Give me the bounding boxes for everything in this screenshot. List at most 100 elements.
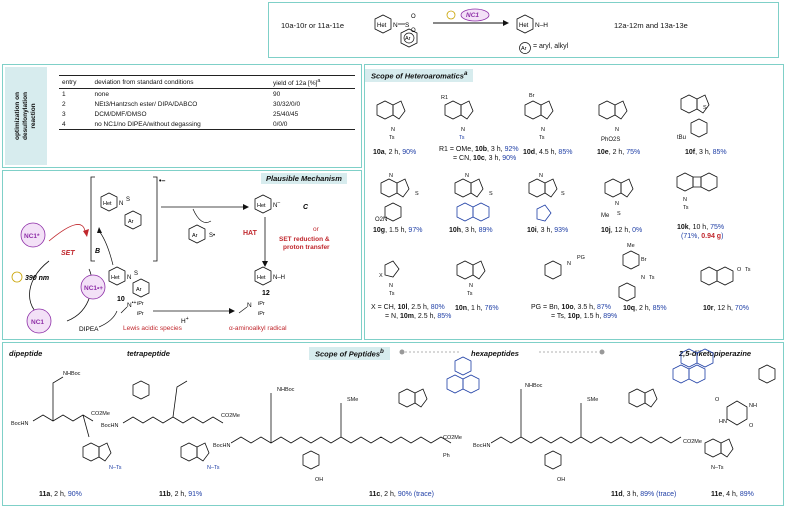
svg-text:N: N xyxy=(389,283,393,289)
svg-text:Ar: Ar xyxy=(136,287,142,293)
caption-10i: 10i, 3 h, 93% xyxy=(527,227,569,234)
ipr-label-2: iPr xyxy=(137,311,144,317)
svg-text:BocHN: BocHN xyxy=(11,421,28,427)
svg-text:S: S xyxy=(561,191,565,197)
wavelength-label: 390 nm xyxy=(25,275,49,282)
category-hexapeptides: hexapeptides xyxy=(471,349,519,358)
ipr-label-3: iPr xyxy=(258,301,265,307)
svg-text:CO2Me: CO2Me xyxy=(443,435,462,441)
svg-text:Ts: Ts xyxy=(459,135,465,141)
ipr-label-1: iPr xyxy=(137,301,144,307)
svg-text:Ts: Ts xyxy=(539,135,545,141)
svg-text:NHBoc: NHBoc xyxy=(277,387,295,393)
svg-text:N•+: N•+ xyxy=(127,300,136,309)
svg-text:O: O xyxy=(737,267,742,273)
svg-text:N: N xyxy=(465,173,469,179)
table-row: 1 none 90 xyxy=(62,90,281,98)
svg-text:N–: N– xyxy=(273,200,280,209)
hat-label: HAT xyxy=(243,230,258,237)
caption-10r: 10r, 12 h, 70% xyxy=(703,305,749,312)
svg-text:N: N xyxy=(641,275,645,281)
compound-10-label: 10 xyxy=(117,296,125,303)
svg-text:Me: Me xyxy=(627,243,635,249)
svg-text:Ar: Ar xyxy=(128,219,134,225)
hetero-structures: NTs NTs R1 NTs Br N S NS NS NS NS NTs NT… xyxy=(376,93,751,302)
c-label: C xyxy=(303,204,309,211)
svg-text:S: S xyxy=(489,191,493,197)
svg-text:NH: NH xyxy=(749,403,757,409)
nc1-star-label: NC1* xyxy=(24,233,40,240)
svg-text:N: N xyxy=(127,275,131,281)
sub-10e: PhO2S xyxy=(601,137,621,143)
caption-10f: 10f, 3 h, 85% xyxy=(685,149,727,156)
sub-10f: tBu xyxy=(677,135,687,141)
caption-10b-10c: R1 = OMe, 10b, 3 h, 92% = CN, 10c, 3 h, … xyxy=(439,146,519,162)
sub-10j: Me xyxy=(601,213,610,219)
svg-text:N: N xyxy=(541,127,545,133)
b-label: B xyxy=(95,248,100,255)
hetero-title: Scope of Heteroaromaticsa xyxy=(365,69,474,82)
top-reaction-panel: 10a-10r or 11a-11e Het N S O O Ar NC1 He… xyxy=(268,2,779,58)
svg-text:Het: Het xyxy=(111,275,120,281)
caption-10l-10m: X = CH, 10l, 2.5 h, 80% = N, 10m, 2.5 h,… xyxy=(371,304,452,320)
svg-text:Ts: Ts xyxy=(389,291,395,297)
dipea-label: DIPEA xyxy=(79,326,99,333)
peptide-structures: BocHN NHBoc CO2Me N–Ts BocHN CO2Me N–Ts … xyxy=(11,348,776,483)
svg-text:S: S xyxy=(617,211,621,217)
svg-text:N: N xyxy=(683,197,687,203)
svg-text:N: N xyxy=(615,201,619,207)
reaction-arrow: NC1 xyxy=(433,8,509,26)
svg-text:CO2Me: CO2Me xyxy=(683,439,702,445)
svg-text:N: N xyxy=(393,22,398,29)
svg-text:N: N xyxy=(567,261,571,267)
svg-text:S: S xyxy=(126,197,130,203)
svg-text:Ar: Ar xyxy=(192,233,198,239)
svg-text:Ts: Ts xyxy=(649,275,655,281)
svg-text:N–Ts: N–Ts xyxy=(711,465,724,471)
table-header-row: entry deviation from standard conditions… xyxy=(59,74,355,90)
svg-text:N: N xyxy=(461,127,465,133)
table-row: 2 NEt3/Hantzsch ester/ DIPA/DABCO 30/32/… xyxy=(62,100,301,108)
caption-11c: 11c, 2 h, 90% (trace) xyxy=(369,491,434,498)
svg-text:NHBoc: NHBoc xyxy=(63,371,81,377)
svg-text:HN: HN xyxy=(719,419,727,425)
category-dipeptide: dipeptide xyxy=(9,349,43,358)
reactant-label: 10a-10r or 11a-11e xyxy=(281,21,345,30)
catalyst-label: NC1 xyxy=(466,12,479,19)
svg-text:N: N xyxy=(469,283,473,289)
side-label-line2: desulfonylation xyxy=(22,91,29,141)
caption-10g: 10g, 1.5 h, 97% xyxy=(373,227,423,234)
category-diketopiperazine: 2,5-diketopiperazine xyxy=(679,349,752,358)
svg-text:Br: Br xyxy=(641,257,647,263)
optimization-side-label: optimization on desulfonylation reaction xyxy=(5,67,47,165)
svg-text:CO2Me: CO2Me xyxy=(91,411,110,417)
svg-text:SMe: SMe xyxy=(347,397,358,403)
svg-text:Ar: Ar xyxy=(405,36,411,42)
product-structure: Het N–H xyxy=(516,14,548,34)
heteroaromatics-panel: Scope of Heteroaromaticsa xyxy=(364,64,784,340)
svg-text:O: O xyxy=(715,397,720,403)
mechanism-scheme: Het N S Ar B •– Ar S• Het N– C HAT or SE… xyxy=(11,176,330,334)
svg-text:O: O xyxy=(411,14,416,20)
caption-10q: 10q, 2 h, 85% xyxy=(623,305,667,312)
side-label-line1: optimization on xyxy=(14,91,21,141)
svg-text:X: X xyxy=(379,273,383,279)
header-entry: entry xyxy=(59,74,92,90)
caption-11d: 11d, 3 h, 89% (trace) xyxy=(611,491,677,498)
product-label: 12a-12m and 13a-13e xyxy=(614,21,688,30)
optimization-table: entry deviation from standard conditions… xyxy=(59,74,355,131)
svg-text:N–Ts: N–Ts xyxy=(109,465,122,471)
nc1-label: NC1 xyxy=(31,319,44,326)
svg-text:N: N xyxy=(119,201,123,207)
caption-10j: 10j, 12 h, 0% xyxy=(601,227,643,234)
ar-definition: = aryl, alkyl xyxy=(533,43,569,50)
caption-10h: 10h, 3 h, 89% xyxy=(449,227,493,234)
svg-text:BocHN: BocHN xyxy=(473,443,490,449)
set-red-line1: SET reduction & xyxy=(279,236,330,243)
svg-text:Ts: Ts xyxy=(389,135,395,141)
table-row: 3 DCM/DMF/DMSO 25/40/45 xyxy=(62,110,299,118)
svg-text:CO2Me: CO2Me xyxy=(221,413,240,419)
svg-text:•–: •– xyxy=(159,178,165,185)
svg-text:Ts: Ts xyxy=(467,291,473,297)
svg-text:N: N xyxy=(615,127,619,133)
